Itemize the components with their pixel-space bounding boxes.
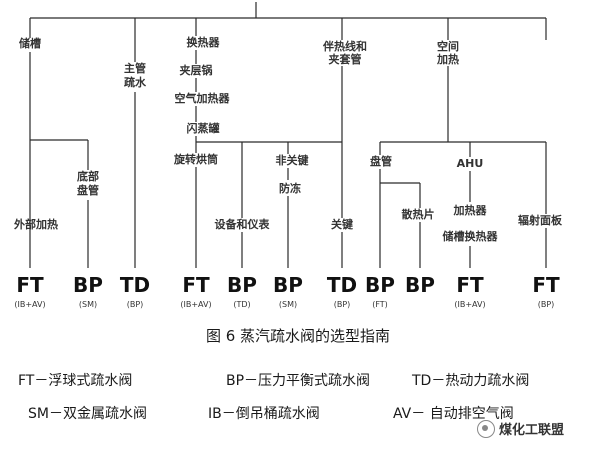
node-exchanger: 换热器 — [187, 35, 221, 49]
node-rotating-cylinder: 旋转烘筒 — [173, 152, 218, 166]
trap-code-alternative: (BP) — [334, 300, 351, 309]
trap-code-alternative: (FT) — [372, 300, 388, 309]
wechat-logo-icon — [477, 419, 495, 438]
trap-code-alternative: (SM) — [79, 300, 97, 309]
legend-sm: SM－双金属疏水阀 — [28, 406, 147, 422]
trap-code: BP — [227, 273, 257, 297]
node-jacketed-pipe: 伴热线和夹套管 — [322, 39, 367, 66]
trap-codes: FT (IB+AV) BP (SM) TD (BP) FT (IB+AV) BP (TD) BP (S… — [14, 273, 560, 309]
node-bottom-coil-line: 底部 — [77, 169, 99, 183]
node-main-drain-line: 主管 — [124, 61, 146, 75]
node-jacketed-pipe-line: 伴热线和 — [322, 39, 367, 53]
trap-code-alternative: (IB+AV) — [454, 300, 485, 309]
node-jacketed-pipe-line: 夹套管 — [329, 52, 362, 66]
node-antifreeze: 防冻 — [279, 181, 301, 195]
node-equipment-meter: 设备和仪表 — [215, 217, 271, 231]
node-radiant-panel: 辐射面板 — [518, 213, 563, 227]
trap-code: BP — [405, 273, 435, 297]
node-steam-dome: 闪蒸罐 — [187, 121, 220, 135]
node-main-drain-line: 疏水 — [124, 75, 147, 89]
node-bottom-coil-line: 盘管 — [77, 183, 99, 197]
connector-lines — [29, 2, 547, 268]
trap-code: TD — [120, 273, 150, 297]
node-heater: 加热器 — [453, 203, 488, 217]
node-air-heating-line: 加热 — [436, 52, 459, 66]
trap-code: BP — [365, 273, 395, 297]
trap-code: FT — [456, 273, 484, 297]
trap-code-alternative: (BP) — [127, 300, 144, 309]
trap-code-alternative: (IB+AV) — [180, 300, 211, 309]
legend-ib: IB－倒吊桶疏水阀 — [208, 406, 320, 422]
selection-tree-diagram: 储槽 底部盘管 外部加热 主管疏水 换热器 夹层锅 空气加热器 闪蒸罐 旋转烘筒… — [13, 2, 563, 309]
trap-code: BP — [73, 273, 103, 297]
figure-caption: 图 6 蒸汽疏水阀的选型指南 — [205, 327, 391, 345]
legend-td: TD－热动力疏水阀 — [412, 373, 530, 389]
legend-av: AV－ 自动排空气阀 — [393, 406, 514, 422]
trap-code: FT — [182, 273, 210, 297]
trap-code-alternative: (BP) — [538, 300, 555, 309]
trap-code: FT — [16, 273, 44, 297]
watermark-text: 煤化工联盟 — [499, 423, 565, 438]
node-main-drain: 主管疏水 — [124, 61, 147, 89]
trap-code-alternative: (IB+AV) — [14, 300, 45, 309]
trap-code-alternative: (TD) — [233, 300, 250, 309]
watermark: 煤化工联盟 — [477, 419, 564, 438]
node-trap-tank: 储槽 — [19, 36, 41, 50]
node-coil: 盘管 — [370, 154, 392, 168]
trap-code-alternative: (SM) — [279, 300, 297, 309]
node-ahu: AHU — [457, 157, 484, 170]
node-tank-exchanger: 储槽换热器 — [443, 229, 499, 243]
node-radiator: 散热片 — [402, 207, 435, 221]
node-air-heating: 空间加热 — [436, 39, 459, 66]
trap-code: FT — [532, 273, 560, 297]
trap-code: BP — [273, 273, 303, 297]
legend-bp: BP－压力平衡式疏水阀 — [226, 373, 371, 389]
node-jacketed-pan: 夹层锅 — [180, 63, 213, 77]
node-non-critical: 非关键 — [276, 153, 310, 167]
node-air-heating-line: 空间 — [437, 39, 459, 53]
node-external-heating: 外部加热 — [13, 217, 58, 231]
trap-code: TD — [327, 273, 357, 297]
node-bottom-coil: 底部盘管 — [77, 169, 99, 197]
node-critical: 关键 — [331, 217, 354, 231]
legend-ft: FT－浮球式疏水阀 — [18, 373, 133, 389]
node-air-heater: 空气加热器 — [175, 91, 231, 105]
